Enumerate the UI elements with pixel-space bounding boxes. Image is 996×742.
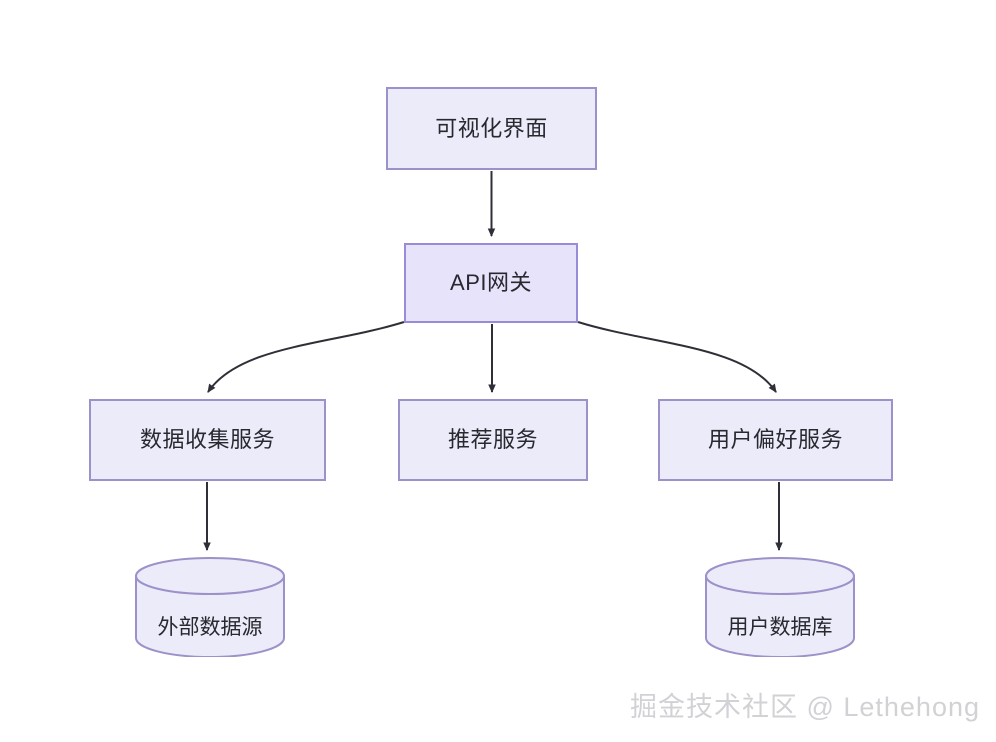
node-label-user-preference-service: 用户偏好服务 bbox=[707, 427, 843, 452]
cylinder-shape-icon bbox=[135, 557, 285, 657]
node-visualization-ui[interactable]: 可视化界面 bbox=[386, 87, 597, 170]
node-external-data-source[interactable]: 外部数据源 bbox=[135, 557, 285, 657]
cylinder-shape-icon bbox=[705, 557, 855, 657]
node-label-external-data-source: 外部数据源 bbox=[157, 616, 263, 639]
node-data-collection-service[interactable]: 数据收集服务 bbox=[89, 399, 326, 481]
node-recommendation-service[interactable]: 推荐服务 bbox=[398, 399, 588, 481]
node-label-recommendation-service: 推荐服务 bbox=[447, 427, 538, 452]
node-label-api-gateway: API网关 bbox=[450, 270, 532, 295]
node-label-visualization-ui: 可视化界面 bbox=[435, 115, 548, 141]
edge-gateway-to-prefs bbox=[577, 321, 777, 393]
node-api-gateway[interactable]: API网关 bbox=[404, 243, 578, 323]
node-user-database[interactable]: 用户数据库 bbox=[705, 557, 855, 657]
node-user-preference-service[interactable]: 用户偏好服务 bbox=[658, 399, 893, 481]
edge-gateway-to-collector bbox=[207, 321, 405, 393]
node-label-data-collection-service: 数据收集服务 bbox=[139, 427, 275, 452]
watermark-text: 掘金技术社区 @ Lethehong bbox=[629, 692, 980, 722]
node-label-user-database: 用户数据库 bbox=[727, 616, 833, 639]
